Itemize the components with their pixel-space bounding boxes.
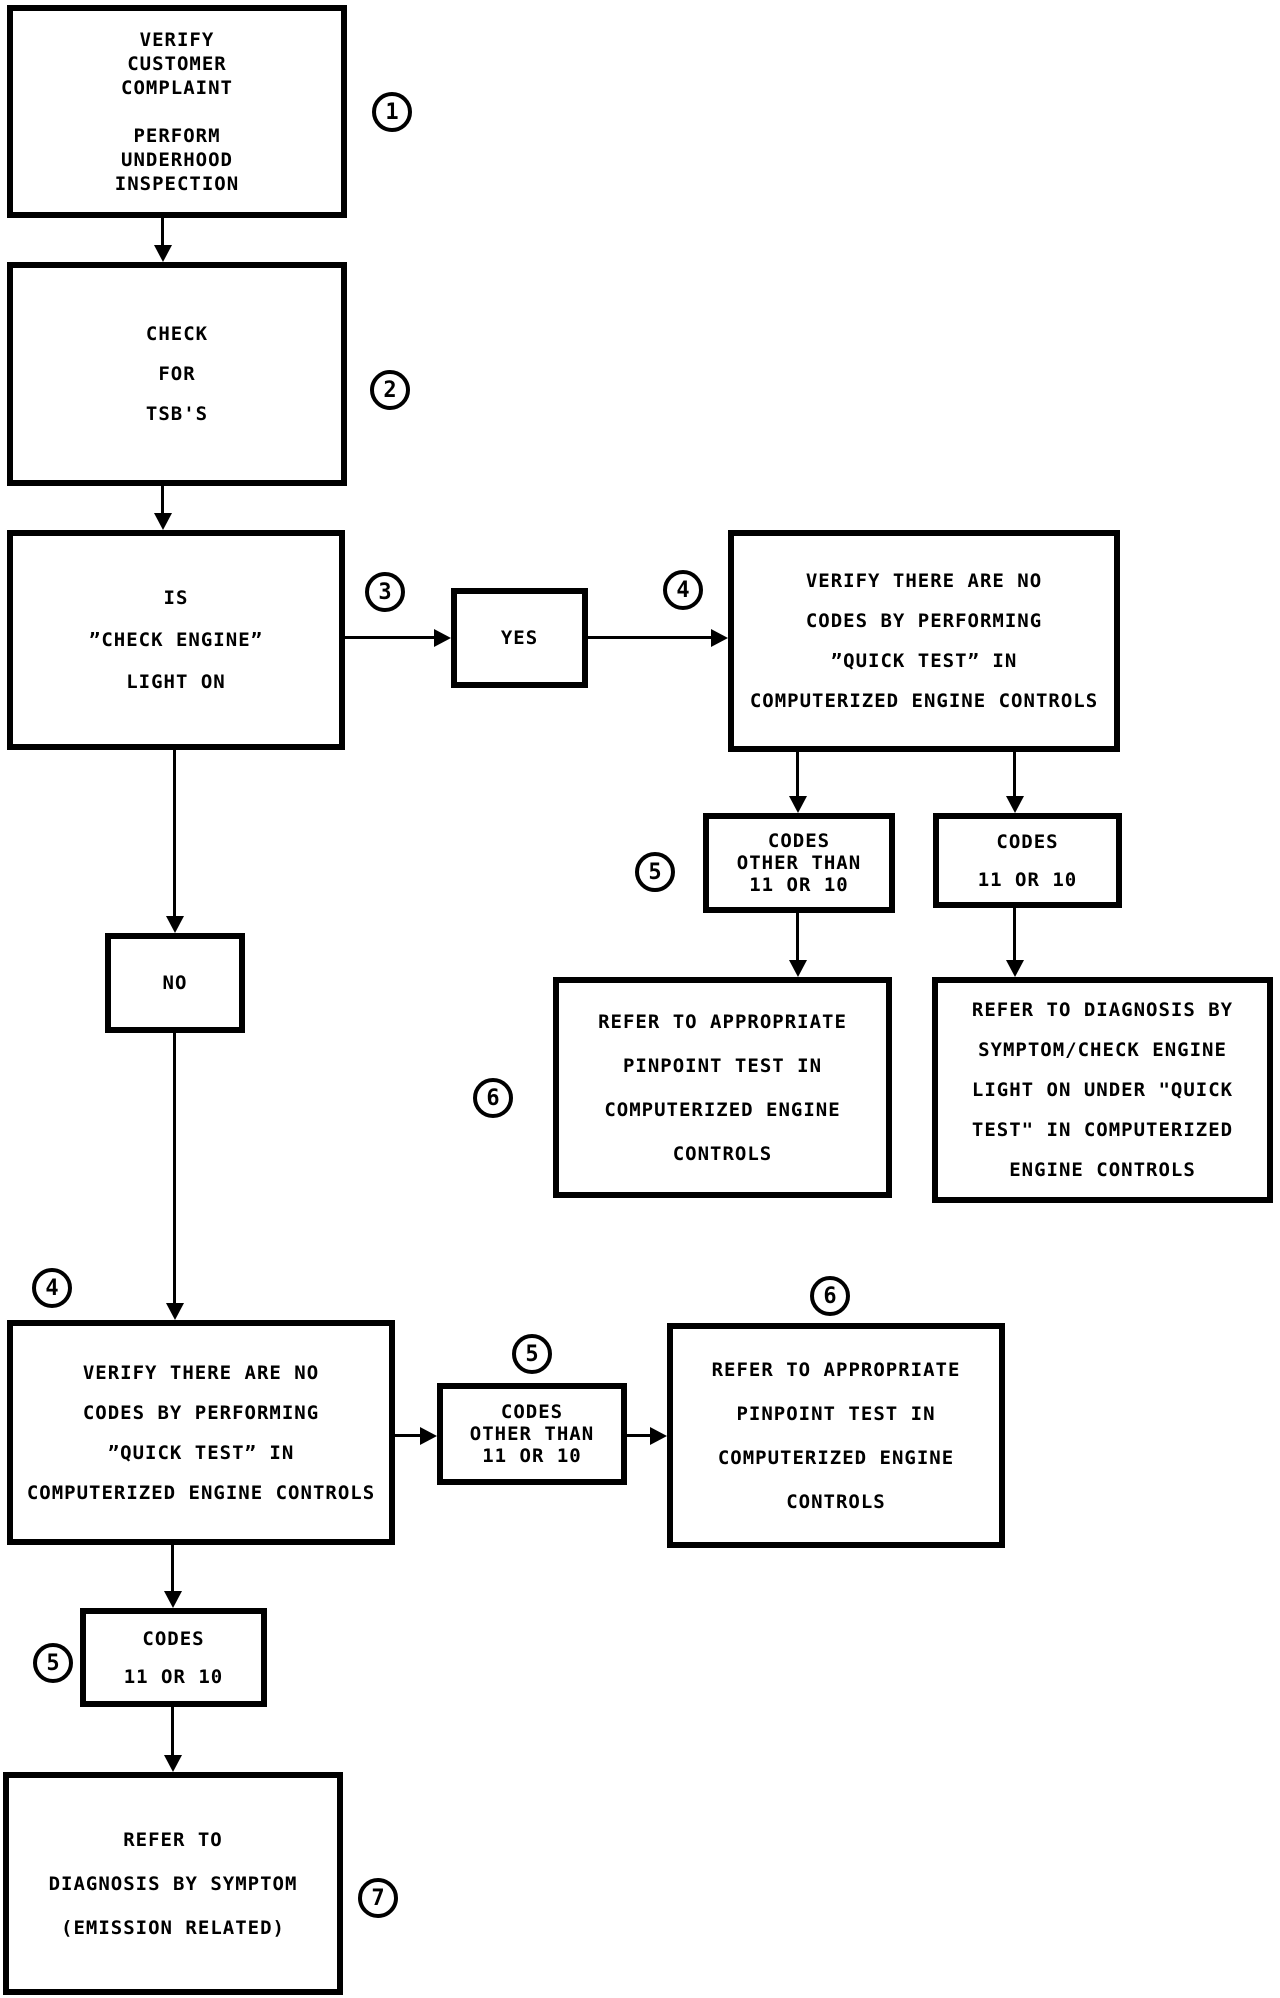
node-label: IS ”CHECK ENGINE” LIGHT ON: [88, 587, 264, 693]
step-badge-5-top: 5: [635, 852, 675, 892]
connector-line: [1013, 752, 1016, 799]
step-badge-label: 5: [46, 1650, 60, 1676]
arrow-down-icon: [1006, 960, 1024, 977]
connector-line: [1013, 908, 1016, 963]
step-badge-5-mid: 5: [512, 1334, 552, 1374]
arrow-down-icon: [154, 513, 172, 530]
step-badge-label: 5: [648, 859, 662, 885]
node-refer-pinpoint-test-top: REFER TO APPROPRIATE PINPOINT TEST IN CO…: [553, 977, 892, 1198]
arrow-down-icon: [164, 1591, 182, 1608]
step-badge-label: 2: [383, 377, 397, 403]
step-badge-7: 7: [358, 1878, 398, 1918]
node-label: CODES 11 OR 10: [977, 830, 1078, 891]
node-quick-test-top: VERIFY THERE ARE NO CODES BY PERFORMING …: [728, 530, 1120, 752]
connector-line: [161, 218, 164, 248]
connector-line: [796, 913, 799, 963]
node-label: YES: [500, 627, 539, 649]
connector-line: [796, 752, 799, 799]
connector-line: [171, 1707, 174, 1758]
node-refer-diagnosis-emission: REFER TO DIAGNOSIS BY SYMPTOM (EMISSION …: [3, 1772, 343, 1995]
arrow-right-icon: [650, 1427, 667, 1445]
node-codes-11-or-10-top: CODES 11 OR 10: [933, 813, 1122, 908]
node-label: VERIFY THERE ARE NO CODES BY PERFORMING …: [749, 570, 1099, 712]
node-label: CODES 11 OR 10: [123, 1627, 224, 1688]
node-quick-test-bottom: VERIFY THERE ARE NO CODES BY PERFORMING …: [7, 1320, 395, 1545]
arrow-right-icon: [434, 629, 451, 647]
connector-line: [171, 1545, 174, 1594]
step-badge-label: 4: [45, 1275, 59, 1301]
step-badge-label: 5: [525, 1341, 539, 1367]
step-badge-label: 3: [378, 579, 392, 605]
arrow-down-icon: [164, 1755, 182, 1772]
step-badge-3: 3: [365, 572, 405, 612]
step-badge-label: 6: [486, 1085, 500, 1111]
connector-line: [173, 1033, 176, 1306]
step-badge-label: 6: [823, 1283, 837, 1309]
node-label: CHECK FOR TSB'S: [145, 323, 209, 425]
step-badge-2: 2: [370, 370, 410, 410]
connector-line: [395, 1434, 423, 1437]
node-codes-11-or-10-bottom: CODES 11 OR 10: [80, 1608, 267, 1707]
node-label: CODES OTHER THAN 11 OR 10: [736, 830, 862, 896]
arrow-right-icon: [711, 629, 728, 647]
connector-line: [588, 636, 714, 639]
step-badge-6-bottom: 6: [810, 1276, 850, 1316]
node-yes: YES: [451, 588, 588, 688]
node-codes-other-than-11-10-top: CODES OTHER THAN 11 OR 10: [703, 813, 895, 913]
arrow-down-icon: [789, 960, 807, 977]
node-label: REFER TO APPROPRIATE PINPOINT TEST IN CO…: [711, 1358, 961, 1513]
arrow-down-icon: [1006, 796, 1024, 813]
node-label: VERIFY CUSTOMER COMPLAINT PERFORM UNDERH…: [114, 28, 240, 195]
node-label: REFER TO DIAGNOSIS BY SYMPTOM/CHECK ENGI…: [971, 999, 1234, 1181]
step-badge-5-bottom: 5: [33, 1643, 73, 1683]
node-is-check-engine-light-on: IS ”CHECK ENGINE” LIGHT ON: [7, 530, 345, 750]
connector-line: [173, 750, 176, 919]
step-badge-6-top: 6: [473, 1078, 513, 1118]
step-badge-4-bottom: 4: [32, 1268, 72, 1308]
step-badge-label: 7: [371, 1885, 385, 1911]
node-label: VERIFY THERE ARE NO CODES BY PERFORMING …: [26, 1361, 376, 1504]
node-label: NO: [162, 972, 188, 994]
step-badge-label: 4: [676, 577, 690, 603]
step-badge-label: 1: [385, 99, 399, 125]
arrow-down-icon: [166, 916, 184, 933]
arrow-down-icon: [789, 796, 807, 813]
node-codes-other-than-11-10-mid: CODES OTHER THAN 11 OR 10: [437, 1383, 627, 1485]
node-check-for-tsbs: CHECK FOR TSB'S: [7, 262, 347, 486]
arrow-down-icon: [154, 245, 172, 262]
connector-line: [161, 486, 164, 516]
connector-line: [627, 1434, 653, 1437]
node-refer-pinpoint-test-bottom: REFER TO APPROPRIATE PINPOINT TEST IN CO…: [667, 1323, 1005, 1548]
arrow-down-icon: [166, 1303, 184, 1320]
node-label: REFER TO APPROPRIATE PINPOINT TEST IN CO…: [598, 1010, 847, 1165]
node-no: NO: [105, 933, 245, 1033]
step-badge-1: 1: [372, 92, 412, 132]
node-label: CODES OTHER THAN 11 OR 10: [469, 1401, 595, 1467]
step-badge-4-top: 4: [663, 570, 703, 610]
connector-line: [345, 636, 437, 639]
node-verify-customer-complaint: VERIFY CUSTOMER COMPLAINT PERFORM UNDERH…: [7, 5, 347, 218]
node-refer-diagnosis-check-engine: REFER TO DIAGNOSIS BY SYMPTOM/CHECK ENGI…: [932, 977, 1273, 1203]
node-label: REFER TO DIAGNOSIS BY SYMPTOM (EMISSION …: [48, 1828, 298, 1939]
arrow-right-icon: [420, 1427, 437, 1445]
